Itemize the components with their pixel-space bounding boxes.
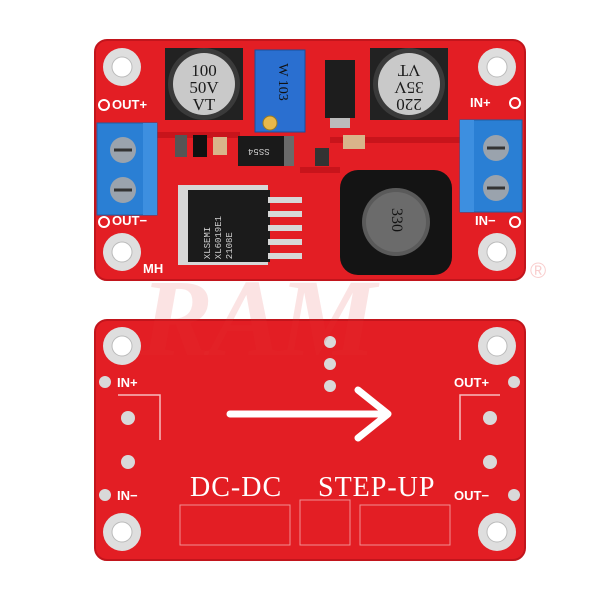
registered-mark: ® <box>530 258 547 283</box>
label-in-minus-top: IN− <box>475 213 496 228</box>
inductor <box>340 170 452 275</box>
solder-pad <box>324 336 336 348</box>
label-mh: MH <box>143 261 164 276</box>
capacitor-left <box>165 48 243 120</box>
capacitor-right-marking: 220 35V VT <box>389 61 429 114</box>
label-in-plus-bottom: IN+ <box>117 375 138 390</box>
regulator-ic <box>178 185 302 265</box>
board-title-stepup: STEP-UP <box>318 472 436 503</box>
label-in-minus-bottom: IN− <box>117 488 138 503</box>
ic-date-code: 2108E <box>224 232 235 260</box>
ic-marking: XLSEMI XL6019E1 2108E <box>203 189 235 259</box>
top-board <box>94 39 526 281</box>
potentiometer-prefix: W <box>275 63 290 77</box>
arrow-icon <box>226 386 392 442</box>
solder-pad <box>483 411 497 425</box>
mounting-hole <box>478 513 516 551</box>
solder-pad <box>508 489 520 501</box>
capacitor-right-series: VT <box>397 61 421 80</box>
schottky-diode <box>238 136 294 166</box>
bottom-board <box>94 319 526 561</box>
mounting-hole <box>103 48 141 86</box>
capacitor-right <box>370 48 448 120</box>
mounting-hole <box>478 233 516 271</box>
ic-brand: XLSEMI <box>202 226 213 260</box>
label-out-minus-top: OUT− <box>112 213 148 228</box>
solder-pad <box>324 380 336 392</box>
potentiometer-marking: W 103 <box>275 62 290 102</box>
watermark-text: RAM <box>140 257 377 379</box>
mounting-hole <box>478 48 516 86</box>
solder-pad <box>483 455 497 469</box>
smd-resistor <box>315 148 329 166</box>
solder-pad <box>508 376 520 388</box>
solder-pad <box>99 376 111 388</box>
inductor-marking: 330 <box>388 208 405 232</box>
mounting-hole <box>103 327 141 365</box>
smd-capacitor <box>175 135 187 157</box>
mounting-hole <box>478 327 516 365</box>
capacitor-left-marking: 100 50V VT <box>184 62 224 113</box>
smd-capacitor <box>343 135 365 149</box>
potentiometer-value: 103 <box>275 79 290 101</box>
solder-pad <box>121 455 135 469</box>
transistor <box>325 60 355 128</box>
capacitor-right-voltage: 35V <box>394 78 424 97</box>
mounting-hole <box>103 233 141 271</box>
smd-capacitor <box>213 137 227 155</box>
diode-marking: SS54 <box>248 145 270 156</box>
label-out-plus-bottom: OUT+ <box>454 375 490 390</box>
solder-pad <box>121 411 135 425</box>
smd-resistor <box>193 135 207 157</box>
board-title-dcdc: DC-DC <box>190 472 283 503</box>
label-out-plus-top: OUT+ <box>112 97 148 112</box>
terminal-block-input <box>459 119 523 213</box>
solder-pad <box>99 489 111 501</box>
potentiometer <box>254 49 306 133</box>
capacitor-left-value: 100 <box>191 61 217 80</box>
ic-part-number: XL6019E1 <box>213 215 224 260</box>
mounting-hole <box>103 513 141 551</box>
solder-pad <box>324 358 336 370</box>
capacitor-left-series: VT <box>192 95 216 114</box>
label-out-minus-bottom: OUT− <box>454 488 490 503</box>
terminal-block-output <box>96 122 158 216</box>
capacitor-right-value: 220 <box>396 95 422 114</box>
capacitor-left-voltage: 50V <box>189 78 219 97</box>
label-in-plus-top: IN+ <box>470 95 491 110</box>
